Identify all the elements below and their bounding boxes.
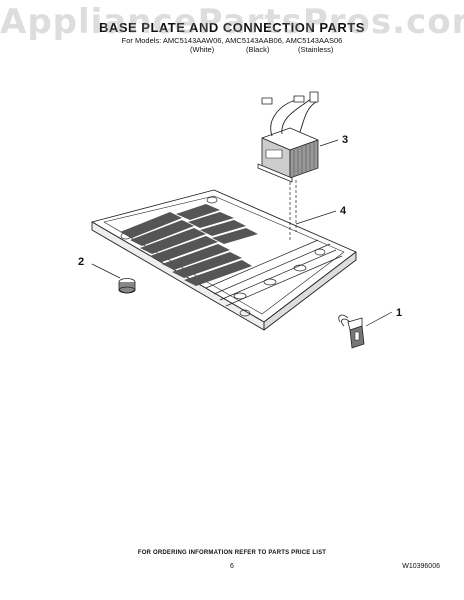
- variant-black: (Black): [246, 45, 270, 54]
- callout-2: 2: [78, 256, 85, 268]
- ordering-note: FOR ORDERING INFORMATION REFER TO PARTS …: [137, 550, 327, 556]
- sensor-switch: [338, 314, 365, 349]
- callout-3: 3: [342, 134, 349, 146]
- callout-1: 1: [396, 307, 403, 319]
- transformer: [257, 91, 319, 183]
- page-number: 6: [230, 563, 234, 570]
- leader-lines: [91, 139, 393, 327]
- models-line: For Models: AMC5143AAW06, AMC5143AAB06, …: [121, 36, 343, 45]
- variant-stainless: (Stainless): [298, 45, 334, 54]
- rubber-foot: [118, 278, 136, 294]
- callout-4: 4: [340, 205, 347, 217]
- base-rails: [205, 239, 343, 307]
- page-title: BASE PLATE AND CONNECTION PARTS: [99, 20, 365, 35]
- document-number: W10396006: [402, 563, 440, 570]
- base-plate: [91, 189, 357, 331]
- vent-grid: [120, 204, 258, 286]
- variant-white: (White): [190, 45, 215, 54]
- model-variants: (White) (Black) (Stainless): [0, 45, 464, 55]
